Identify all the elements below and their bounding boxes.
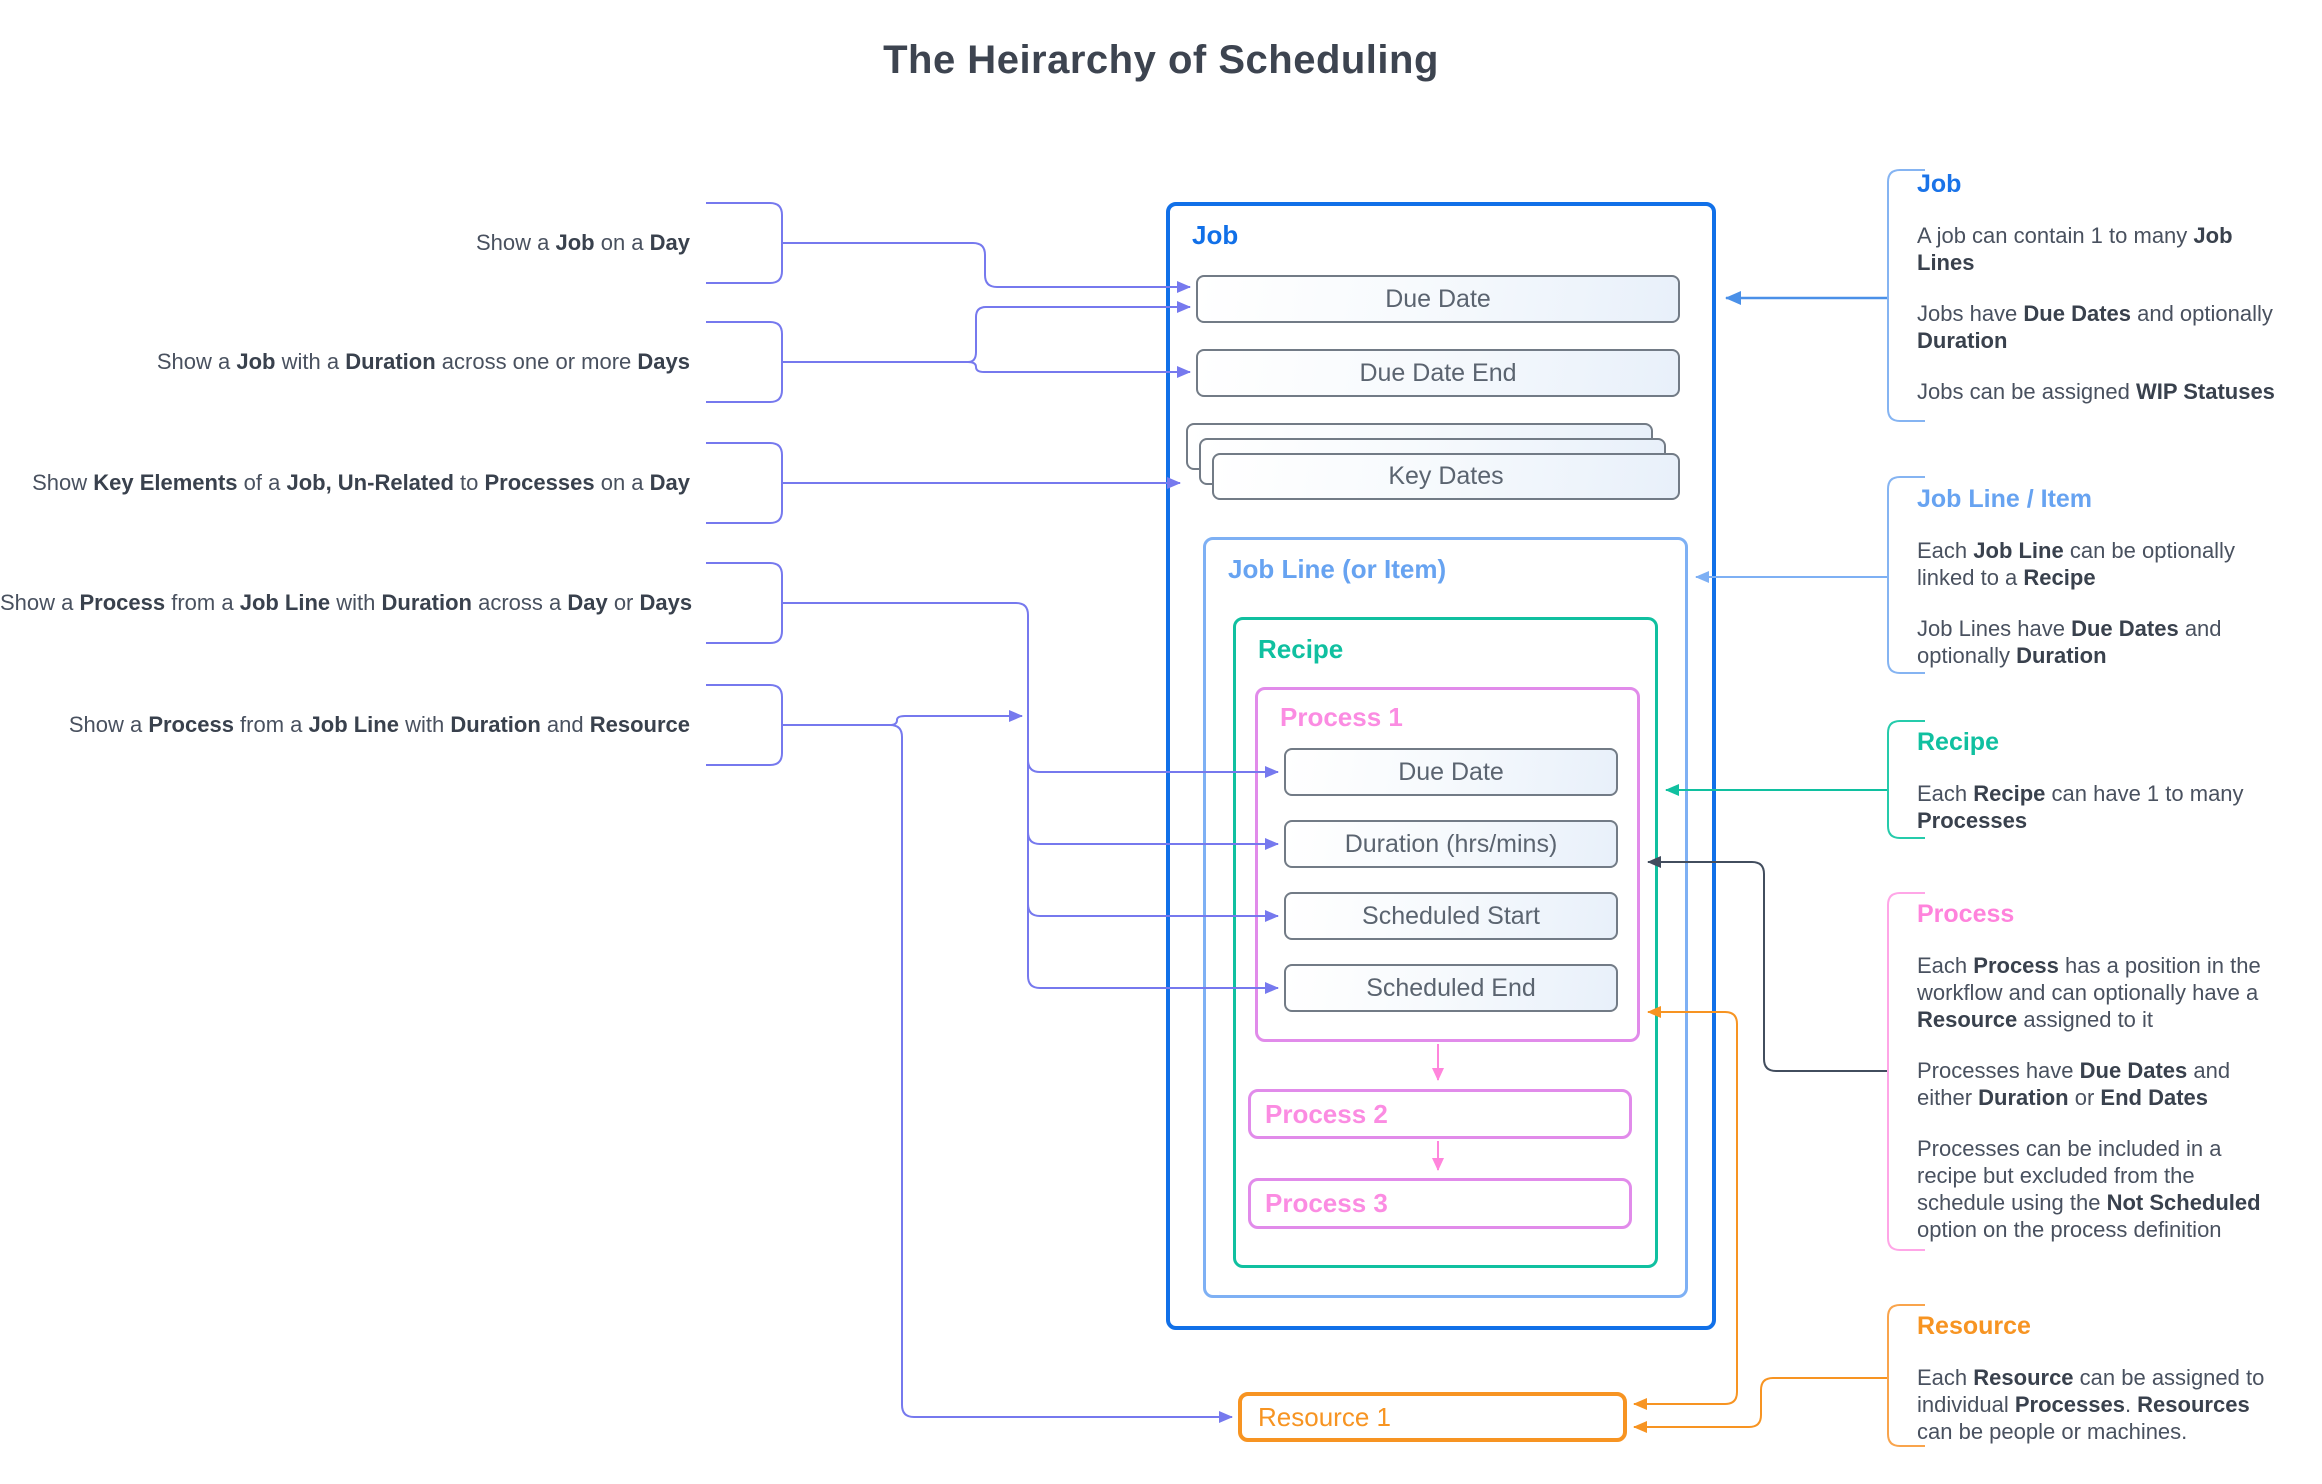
- annotation-job: Job A job can contain 1 to many Job Line…: [1917, 170, 2282, 405]
- annotation-text: Each Recipe can have 1 to many Processes: [1917, 781, 2244, 833]
- annotation-process: Process Each Process has a position in t…: [1917, 900, 2282, 1243]
- annotation-text: Each Resource can be assigned to individ…: [1917, 1365, 2265, 1444]
- process-scheduled-start-field: Scheduled Start: [1284, 892, 1618, 940]
- left-note-process-resource: Show a Process from a Job Line with Dura…: [68, 712, 690, 737]
- page-title: The Heirarchy of Scheduling: [883, 38, 1439, 82]
- process-2-label: Process 2: [1265, 1098, 1388, 1129]
- recipe-label: Recipe: [1258, 634, 1344, 664]
- job-line-label: Job Line (or Item): [1228, 554, 1447, 584]
- annotation-recipe: Recipe Each Recipe can have 1 to many Pr…: [1917, 728, 2282, 834]
- connector-job-on-day: [782, 242, 1191, 293]
- process-1-label: Process 1: [1280, 702, 1403, 732]
- annotation-resource: Resource Each Resource can be assigned t…: [1917, 1312, 2282, 1445]
- connector-annotation-resource: [1633, 1377, 1888, 1433]
- process-3-label: Process 3: [1265, 1188, 1388, 1218]
- annotation-text: Jobs can be assigned WIP Statuses: [1917, 379, 2275, 404]
- left-note-job-duration: Show a Job with a Duration across one or…: [156, 349, 690, 374]
- annotation-text: Jobs have Due Dates and optionally Durat…: [1917, 301, 2273, 353]
- connector-job-duration-branch: [967, 301, 1191, 363]
- process-scheduled-end-field: Scheduled End: [1284, 964, 1618, 1012]
- key-dates-field: Key Dates: [1212, 453, 1680, 500]
- process-3-box: Process 3: [1248, 1178, 1632, 1229]
- connector-job-duration-main: [782, 361, 1191, 378]
- annotation-text: Processes can be included in a recipe bu…: [1917, 1136, 2261, 1242]
- annotation-job-heading: Job: [1917, 170, 1962, 198]
- resource-1-label: Resource 1: [1258, 1401, 1391, 1432]
- annotation-text: Each Process has a position in the workf…: [1917, 953, 2261, 1032]
- left-note-job-on-day: Show a Job on a Day: [475, 230, 690, 255]
- annotation-resource-heading: Resource: [1917, 1312, 2031, 1340]
- resource-1-box: Resource 1: [1238, 1392, 1627, 1442]
- annotation-process-heading: Process: [1917, 900, 2015, 928]
- bracket-left-3: [706, 442, 783, 524]
- annotation-text: Processes have Due Dates and either Dura…: [1917, 1058, 2231, 1110]
- left-brackets: [706, 202, 783, 766]
- job-due-date-field: Due Date: [1196, 275, 1680, 323]
- annotation-text: Each Job Line can be optionally linked t…: [1917, 538, 2235, 590]
- connector-process-resource-branch: [889, 710, 1023, 726]
- left-note-key-elements: Show Key Elements of a Job, Un-Related t…: [32, 470, 690, 495]
- job-due-date-end-field: Due Date End: [1196, 349, 1680, 397]
- annotation-text: A job can contain 1 to many Job Lines: [1917, 223, 2233, 275]
- job-label: Job: [1192, 220, 1239, 250]
- bracket-left-4: [706, 562, 783, 644]
- bracket-left-1: [706, 202, 783, 284]
- bracket-left-2: [706, 321, 783, 403]
- bracket-left-5: [706, 684, 783, 766]
- annotation-text: Job Lines have Due Dates and optionally …: [1917, 616, 2222, 668]
- connector-process-resource-trunk: [782, 724, 1233, 1423]
- process-due-date-field: Due Date: [1284, 748, 1618, 796]
- process-duration-field: Duration (hrs/mins): [1284, 820, 1618, 868]
- left-note-process-duration: Show a Process from a Job Line with Dura…: [0, 590, 693, 615]
- process-2-box: Process 2: [1248, 1089, 1632, 1139]
- annotation-recipe-heading: Recipe: [1917, 728, 1999, 756]
- annotation-job-line: Job Line / Item Each Job Line can be opt…: [1917, 485, 2282, 669]
- annotation-job-line-heading: Job Line / Item: [1917, 485, 2093, 513]
